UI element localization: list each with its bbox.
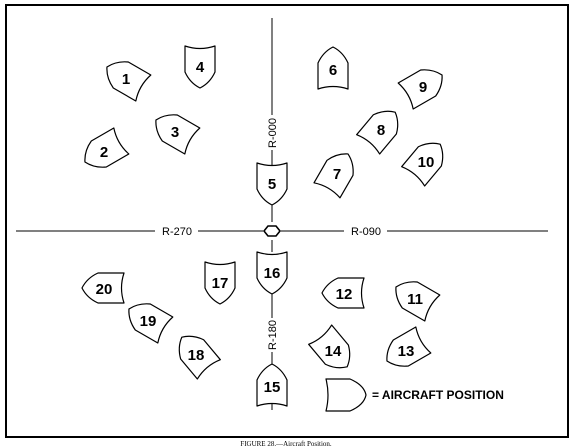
aircraft-position-icon [256, 251, 288, 295]
aircraft-10: 10 [401, 142, 444, 187]
aircraft-5: 5 [256, 162, 288, 206]
aircraft-12: 12 [321, 277, 365, 309]
aircraft-number: 17 [212, 275, 229, 292]
aircraft-11: 11 [395, 281, 441, 322]
radial-label-east: R-090 [351, 226, 381, 238]
aircraft-19: 19 [128, 303, 174, 344]
aircraft-number: 5 [268, 176, 276, 193]
aircraft-position-icon [356, 110, 399, 155]
aircraft-position-icon [184, 45, 216, 89]
aircraft-number: 8 [377, 122, 385, 139]
radial-label-west: R-270 [162, 226, 192, 238]
aircraft-number: 2 [100, 144, 108, 161]
aircraft-position-icon [313, 153, 354, 199]
aircraft-17: 17 [204, 261, 236, 305]
aircraft-number: 4 [196, 59, 205, 76]
aircraft-9: 9 [397, 69, 443, 110]
aircraft-number: 19 [140, 313, 157, 330]
aircraft-8: 8 [356, 110, 399, 155]
aircraft-position-icon [256, 363, 288, 407]
figure-caption: FIGURE 28.—Aircraft Position. [240, 440, 332, 448]
radial-axes [16, 18, 548, 410]
aircraft-number: 13 [398, 343, 415, 360]
legend: = AIRCRAFT POSITION [325, 378, 504, 412]
aircraft-number: 20 [96, 281, 113, 298]
aircraft-position-icon [395, 281, 441, 322]
aircraft-6: 6 [317, 46, 349, 90]
aircraft-number: 6 [329, 62, 337, 79]
aircraft-number: 3 [171, 124, 179, 141]
aircraft-position-icon [397, 69, 443, 110]
aircraft-2: 2 [84, 127, 130, 168]
radial-label-north: R-000 [267, 118, 279, 148]
aircraft-number: 9 [419, 79, 427, 96]
aircraft-position-icon [155, 114, 201, 155]
aircraft-position-icon [308, 324, 351, 369]
aircraft-number: 1 [122, 71, 130, 88]
aircraft-15: 15 [256, 363, 288, 407]
aircraft-position-icon [84, 127, 130, 168]
aircraft-number: 18 [188, 347, 205, 364]
aircraft-number: 11 [407, 291, 423, 308]
aircraft-position-icon [128, 303, 174, 344]
vor-station-icon [262, 225, 282, 237]
aircraft-14: 14 [308, 324, 351, 369]
aircraft-position-icon [386, 326, 432, 367]
aircraft-number: 10 [418, 154, 435, 171]
aircraft-16: 16 [256, 251, 288, 295]
aircraft-3: 3 [155, 114, 201, 155]
aircraft-position-icon [178, 335, 221, 380]
aircraft-position-icon [204, 261, 236, 305]
aircraft-4: 4 [184, 45, 216, 89]
aircraft-position-icon [317, 46, 349, 90]
legend-aircraft-icon [325, 378, 367, 412]
aircraft-number: 15 [264, 379, 281, 396]
aircraft-position-icon [106, 61, 152, 102]
aircraft-1: 1 [106, 61, 152, 102]
aircraft-position-icon [81, 272, 125, 304]
legend-label: = AIRCRAFT POSITION [372, 388, 504, 402]
aircraft-position-icon [321, 277, 365, 309]
aircraft-18: 18 [178, 335, 221, 380]
aircraft-20: 20 [81, 272, 125, 304]
aircraft-number: 12 [336, 286, 353, 303]
aircraft-number: 16 [264, 265, 281, 282]
radial-label-south: R-180 [267, 320, 279, 350]
diagram-frame [5, 4, 569, 438]
aircraft-position-icon [401, 142, 444, 187]
aircraft-7: 7 [313, 153, 354, 199]
aircraft-number: 14 [325, 343, 342, 360]
aircraft-number: 7 [333, 166, 341, 183]
aircraft-position-icon [256, 162, 288, 206]
aircraft-13: 13 [386, 326, 432, 367]
